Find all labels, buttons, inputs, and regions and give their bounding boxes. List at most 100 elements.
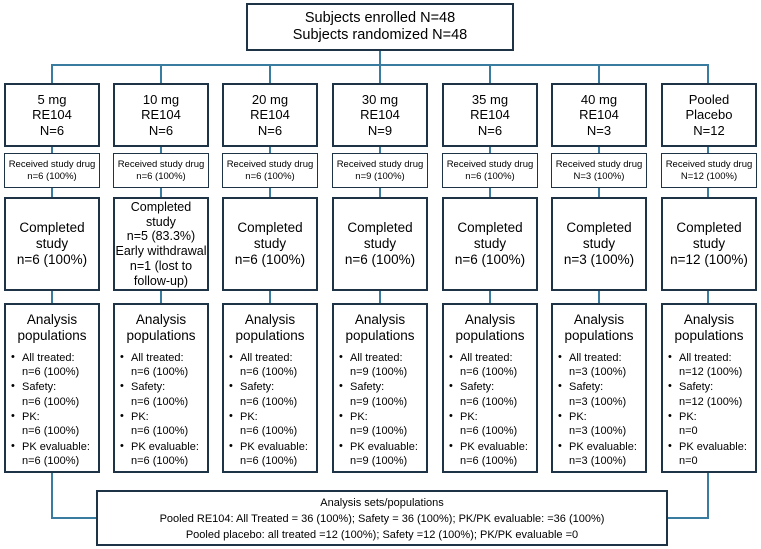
completed-study-box-35mg: Completed study n=6 (100%) xyxy=(442,197,538,291)
arm-n: N=6 xyxy=(477,122,503,138)
received-value: N=3 (100%) xyxy=(573,170,625,182)
population-value: n=6 (100%) xyxy=(22,366,80,379)
connector-arm7-to-analysis xyxy=(707,291,709,304)
population-value: n=6 (100%) xyxy=(460,395,518,408)
analysis-title-line-1: Analysis xyxy=(244,312,296,327)
list-item: PK:n=3 (100%) xyxy=(558,409,645,439)
connector-arm7-to-completed xyxy=(707,188,709,198)
arm-n: N=9 xyxy=(367,122,393,138)
list-item: Safety:n=6 (100%) xyxy=(449,379,536,409)
completed-study-box-pooled-placebo: Completed study n=12 (100%) xyxy=(661,197,757,291)
arm-dose: 10 mg xyxy=(142,92,180,107)
population-label: All treated: xyxy=(350,351,403,364)
received-drug-box-5mg: Received study drug n=6 (100%) xyxy=(4,153,100,188)
population-value: n=6 (100%) xyxy=(460,454,518,467)
completed-line-1: Completed xyxy=(237,220,303,236)
completed-line-2: study xyxy=(146,214,176,229)
connector-drop-arm-3 xyxy=(269,64,271,85)
connector-right-elbow-down xyxy=(707,473,709,519)
arm-header-box-30mg: 30 mg RE104 N=9 xyxy=(332,83,428,147)
completed-line-1: Completed xyxy=(457,220,523,236)
received-drug-box-10mg: Received study drug n=6 (100%) xyxy=(113,153,209,188)
arm-n: N=6 xyxy=(148,122,174,138)
population-label: PK evaluable: xyxy=(460,440,528,453)
population-value: n=6 (100%) xyxy=(460,366,518,379)
population-label: Safety: xyxy=(460,381,495,394)
completed-line-3: n=6 (100%) xyxy=(16,251,88,267)
list-item: All treated:n=9 (100%) xyxy=(339,350,426,380)
population-label: All treated: xyxy=(240,351,293,364)
population-label: PK evaluable: xyxy=(131,440,199,453)
arm-dose: 40 mg xyxy=(580,92,618,107)
population-value: n=6 (100%) xyxy=(131,425,189,438)
analysis-title-line-2: populations xyxy=(17,327,87,343)
analysis-populations-box-30mg: Analysis populations All treated:n=9 (10… xyxy=(332,303,428,473)
completed-study-box-10mg: Completed study n=5 (83.3%) Early withdr… xyxy=(113,197,209,291)
connector-left-elbow-right xyxy=(51,517,98,519)
population-label: Safety: xyxy=(22,381,57,394)
completed-line-1: Completed xyxy=(347,220,413,236)
population-label: PK: xyxy=(679,411,697,424)
analysis-population-list: All treated:n=9 (100%) Safety:n=9 (100%)… xyxy=(334,350,426,468)
list-item: PK evaluable:n=6 (100%) xyxy=(449,439,536,469)
list-item: All treated:n=6 (100%) xyxy=(11,350,98,380)
completed-line-3: n=3 (100%) xyxy=(563,251,635,267)
population-value: n=6 (100%) xyxy=(131,395,189,408)
arm-n: N=12 xyxy=(693,122,725,138)
completed-line-2: study xyxy=(363,236,397,252)
analysis-title-line-2: populations xyxy=(345,327,415,343)
arm-header-box-20mg: 20 mg RE104 N=6 xyxy=(222,83,318,147)
population-label: PK evaluable: xyxy=(679,440,747,453)
analysis-title-line-1: Analysis xyxy=(26,312,78,327)
completed-line-1: Completed xyxy=(676,220,742,236)
list-item: Safety:n=6 (100%) xyxy=(11,379,98,409)
completed-line-3: n=12 (100%) xyxy=(670,251,748,267)
connector-left-elbow-down xyxy=(51,473,53,519)
analysis-populations-box-35mg: Analysis populations All treated:n=6 (10… xyxy=(442,303,538,473)
population-label: PK: xyxy=(569,411,587,424)
connector-arm4-to-analysis xyxy=(379,291,381,304)
population-label: PK evaluable: xyxy=(240,440,308,453)
population-label: PK: xyxy=(22,411,40,424)
population-value: n=3 (100%) xyxy=(569,366,627,379)
arm-dose: Pooled xyxy=(688,92,730,107)
list-item: Safety:n=3 (100%) xyxy=(558,379,645,409)
arm-n: N=6 xyxy=(39,122,65,138)
summary-pooled-re104: Pooled RE104: All Treated = 36 (100%); S… xyxy=(159,512,605,525)
enrollment-line-2: Subjects randomized N=48 xyxy=(292,27,468,43)
connector-arm5-to-received xyxy=(489,147,491,154)
completed-line-1: Completed xyxy=(19,220,85,236)
arm-dose: 5 mg xyxy=(37,92,67,107)
completed-study-box-30mg: Completed study n=6 (100%) xyxy=(332,197,428,291)
received-label: Received study drug xyxy=(555,158,643,170)
arm-drug: RE104 xyxy=(141,107,181,123)
received-label: Received study drug xyxy=(665,158,753,170)
completed-line-3: n=6 (100%) xyxy=(344,251,416,267)
population-value: n=9 (100%) xyxy=(350,395,408,408)
list-item: PK evaluable:n=0 xyxy=(668,439,755,469)
connector-drop-arm-2 xyxy=(160,64,162,85)
population-value: n=6 (100%) xyxy=(131,454,189,467)
population-label: PK evaluable: xyxy=(350,440,418,453)
arm-header-box-5mg: 5 mg RE104 N=6 xyxy=(4,83,100,147)
connector-arm2-to-analysis xyxy=(160,291,162,304)
population-value: n=0 xyxy=(679,454,698,467)
list-item: Safety:n=6 (100%) xyxy=(229,379,316,409)
completed-study-box-5mg: Completed study n=6 (100%) xyxy=(4,197,100,291)
population-label: Safety: xyxy=(131,381,166,394)
analysis-population-list: All treated:n=6 (100%) Safety:n=6 (100%)… xyxy=(224,350,316,468)
connector-enrollment-down xyxy=(379,51,381,65)
connector-arm1-to-received xyxy=(51,147,53,154)
connector-arm2-to-completed xyxy=(160,188,162,198)
withdrawal-line-3: follow-up) xyxy=(133,273,189,288)
list-item: PK:n=6 (100%) xyxy=(120,409,207,439)
list-item: All treated:n=6 (100%) xyxy=(229,350,316,380)
analysis-title-line-1: Analysis xyxy=(354,312,406,327)
connector-drop-arm-1 xyxy=(51,64,53,85)
connector-drop-arm-4 xyxy=(379,64,381,85)
arm-dose: 30 mg xyxy=(361,92,399,107)
received-value: n=6 (100%) xyxy=(465,170,515,182)
analysis-title-line-1: Analysis xyxy=(573,312,625,327)
population-value: n=6 (100%) xyxy=(240,395,298,408)
